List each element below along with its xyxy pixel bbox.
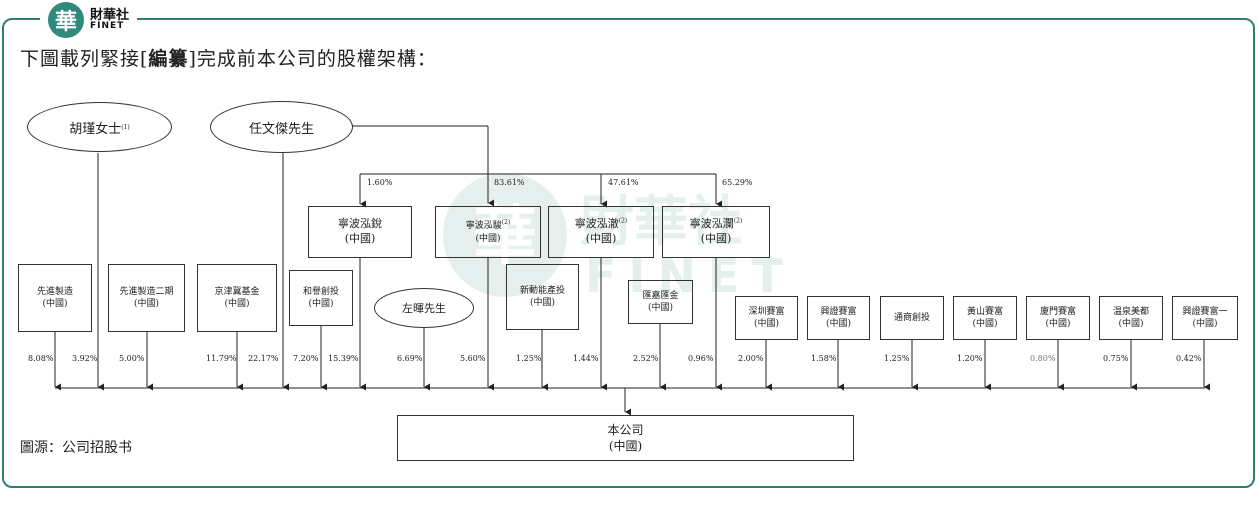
holding-pct: 5.60% xyxy=(460,354,486,363)
entity-wenquan-meidu: 温泉美都(中國) xyxy=(1099,296,1163,340)
person-ren-wenjie: 任文傑先生 xyxy=(210,101,353,153)
link-pct-jun: 83.61% xyxy=(494,178,525,187)
logo-badge-icon: 華 xyxy=(48,2,84,38)
entity-ningbo-honglan: 寧波泓瀾(2)(中國) xyxy=(662,206,770,258)
entity-huijia-huijin: 匯嘉匯金(中國) xyxy=(628,280,693,324)
link-pct-lan: 65.29% xyxy=(722,178,753,187)
entity-heyu-chuangtou: 和譽創投(中國) xyxy=(289,270,353,326)
finet-logo: 華 財華社 FINET xyxy=(40,0,138,40)
link-pct-rui: 1.60% xyxy=(367,178,393,187)
entity-jingjinji-fund: 京津冀基金(中國) xyxy=(197,264,277,332)
entity-xianjin-zhizao: 先進製造(中國) xyxy=(18,264,92,332)
entity-huangshan-saifu: 黃山賽富(中國) xyxy=(953,296,1017,340)
person-zuo-hui: 左暉先生 xyxy=(374,288,474,328)
entity-xingzheng-saifu: 興證賽富(中國) xyxy=(807,296,870,340)
holding-pct: 0.75% xyxy=(1103,354,1129,363)
holding-pct: 5.00% xyxy=(119,354,145,363)
holding-pct: 8.08% xyxy=(28,354,54,363)
holding-pct: 6.69% xyxy=(397,354,423,363)
company-box: 本公司(中國) xyxy=(397,415,854,461)
holding-pct: 1.25% xyxy=(884,354,910,363)
entity-ningbo-hongche: 寧波泓澈(2)(中國) xyxy=(548,206,654,258)
page-title: 下圖載列緊接[編纂]完成前本公司的股權架構： xyxy=(20,48,437,70)
logo-name-cn: 財華社 xyxy=(90,8,130,23)
entity-tongshang-chuangtou: 通商創投 xyxy=(880,296,944,340)
entity-xindongneng: 新動能產投(中國) xyxy=(506,264,579,330)
holding-pct: 2.52% xyxy=(633,354,659,363)
entity-xiamen-saifu: 廈門賽富(中國) xyxy=(1026,296,1090,340)
holding-pct: 1.44% xyxy=(573,354,599,363)
entity-ningbo-hongrui: 寧波泓銳(中國) xyxy=(308,206,412,258)
holding-pct: 15.39% xyxy=(328,354,359,363)
link-pct-che: 47.61% xyxy=(608,178,639,187)
holding-pct: 0.96% xyxy=(688,354,714,363)
holding-pct: 7.20% xyxy=(293,354,319,363)
holding-pct: 22.17% xyxy=(248,354,279,363)
holding-pct: 2.00% xyxy=(738,354,764,363)
source-caption: 圖源：公司招股书 xyxy=(20,440,132,456)
outer-frame xyxy=(2,18,1255,488)
person-hu-jin: 胡瑾女士(1) xyxy=(27,102,172,152)
entity-xingzheng-saifu-1: 興證賽富一(中國) xyxy=(1172,296,1238,340)
entity-ningbo-hongjun: 寧波泓駿(2)(中國) xyxy=(435,206,541,258)
entity-xianjin-zhizao-2: 先進製造二期(中國) xyxy=(108,264,185,332)
holding-pct: 1.20% xyxy=(957,354,983,363)
holding-pct: 0.80% xyxy=(1030,354,1056,363)
entity-shenzhen-saifu: 深圳賽富(中國) xyxy=(735,296,798,340)
holding-pct: 11.79% xyxy=(206,354,237,363)
holding-pct: 3.92% xyxy=(72,354,98,363)
holding-pct: 0.42% xyxy=(1176,354,1202,363)
logo-name-en: FINET xyxy=(90,21,125,31)
holding-pct: 1.58% xyxy=(811,354,837,363)
holding-pct: 1.25% xyxy=(516,354,542,363)
